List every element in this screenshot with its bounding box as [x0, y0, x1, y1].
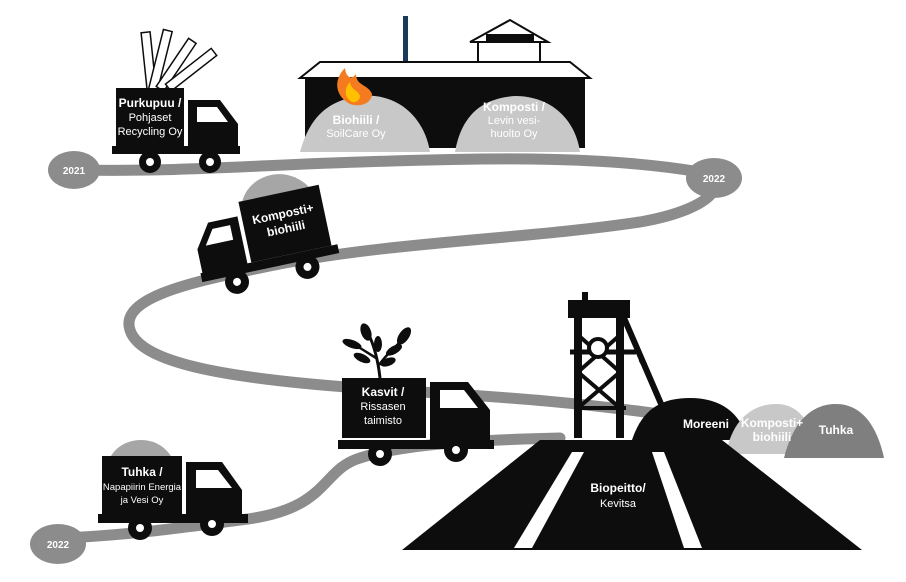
- flame-icon: [337, 68, 372, 106]
- truck-icon: [338, 378, 494, 466]
- truck4-label-line3: ja Vesi Oy: [120, 495, 164, 506]
- biohiili-pile: [300, 95, 430, 152]
- komposti-label-line1: Komposti /: [483, 100, 546, 114]
- year-marker-2022-turn: 2022: [686, 158, 742, 198]
- komposti-label-line3: huolto Oy: [490, 128, 538, 140]
- truck-icon: [98, 456, 248, 540]
- year-label-2022-end: 2022: [47, 540, 70, 551]
- year-marker-2022-end: 2022: [30, 524, 86, 564]
- tuhka-pile-label: Tuhka: [819, 423, 854, 437]
- truck3-label-line3: taimisto: [364, 415, 402, 427]
- truck3-label-line1: Kasvit /: [362, 385, 405, 399]
- truck1-label-line3: Recycling Oy: [118, 126, 183, 138]
- biopeitto-area: [402, 440, 862, 550]
- truck4-label-line2: Napapiirin Energia: [103, 482, 182, 493]
- truck3-label-line2: Rissasen: [360, 401, 405, 413]
- pile2-label-line2: biohiili: [753, 430, 792, 444]
- truck-icon: [197, 184, 340, 294]
- truck4-load-pile: [110, 439, 172, 458]
- year-label-2022-turn: 2022: [703, 174, 726, 185]
- plant-icon: [342, 323, 412, 379]
- mine-headframe-icon: [568, 292, 671, 438]
- biohiili-label-line1: Biohiili /: [333, 113, 380, 127]
- moreeni-label: Moreeni: [683, 417, 729, 431]
- biopeitto-label-line1: Biopeitto/: [590, 481, 646, 495]
- biohiili-label-line2: SoilCare Oy: [326, 128, 386, 140]
- year-label-2021: 2021: [63, 166, 86, 177]
- biopeitto-label-line2: Kevitsa: [600, 498, 637, 510]
- truck-icon: [112, 88, 240, 173]
- year-marker-2021: 2021: [48, 151, 100, 189]
- moreeni-pile: [632, 398, 748, 440]
- truck1-label-line1: Purkupuu /: [119, 96, 182, 110]
- truck4-label-line1: Tuhka /: [121, 465, 163, 479]
- truck1-label-line2: Pohjaset: [129, 112, 172, 124]
- wood-planks-icon: [140, 28, 218, 94]
- tuhka-pile: [784, 404, 884, 458]
- pile2-label-line1: Komposti+: [741, 416, 803, 430]
- komposti-label-line2: Levin vesi-: [488, 115, 541, 127]
- truck2-load-pile: [242, 174, 309, 202]
- komposti-pile: [455, 96, 580, 152]
